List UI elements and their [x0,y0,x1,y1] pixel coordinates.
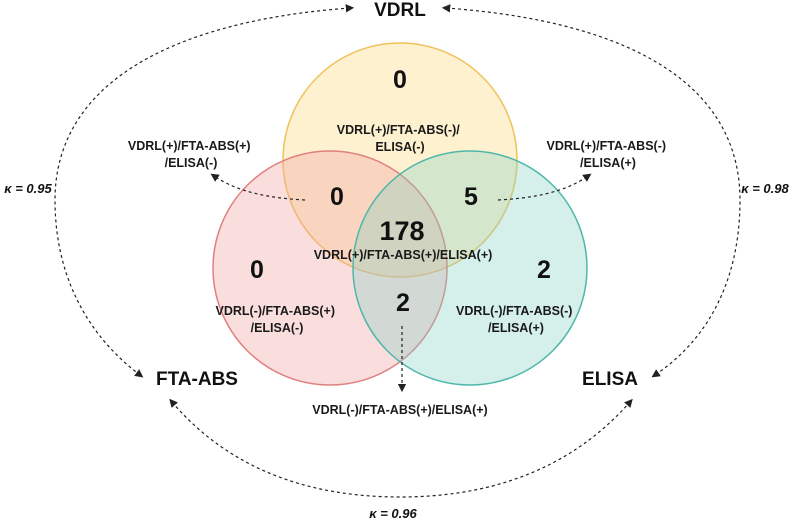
vdrl-set-label: VDRL [374,0,426,21]
desc-vdrl-elisa-line-2: /ELISA(+) [580,156,636,170]
desc-vdrl-fta: VDRL(+)/FTA-ABS(+) /ELISA(-) [128,139,254,170]
desc-vdrl-only-line-1: VDRL(+)/FTA-ABS(-)/ [337,123,461,137]
kappa-fta-elisa: κ = 0.96 [369,506,417,521]
desc-vdrl-elisa-line-1: VDRL(+)/FTA-ABS(-) [546,139,666,153]
count-vdrl-elisa: 5 [464,183,478,211]
kappa-vdrl-fta: κ = 0.95 [4,181,52,196]
desc-elisa-only-line-2: /ELISA(+) [488,321,544,335]
desc-fta-only-line-1: VDRL(-)/FTA-ABS(+) [215,304,335,318]
count-fta-elisa: 2 [396,289,410,317]
desc-vdrl-fta-line-1: VDRL(+)/FTA-ABS(+) [128,139,251,153]
elisa-set-label: ELISA [582,369,638,390]
desc-vdrl-only-line-2: ELISA(-) [375,140,424,154]
desc-vdrl-elisa: VDRL(+)/FTA-ABS(-) /ELISA(+) [546,139,669,170]
desc-all-three-line-1: VDRL(+)/FTA-ABS(+)/ELISA(+) [314,248,493,262]
count-vdrl-fta: 0 [330,183,344,211]
desc-fta-elisa: VDRL(-)/FTA-ABS(+)/ELISA(+) [312,403,487,417]
desc-all-three: VDRL(+)/FTA-ABS(+)/ELISA(+) [314,248,493,262]
count-fta-only: 0 [250,256,264,284]
agreement-arc-vdrl-elisa [441,4,741,378]
desc-vdrl-only: VDRL(+)/FTA-ABS(-)/ ELISA(-) [337,123,464,154]
desc-fta-only-line-2: /ELISA(-) [251,321,304,335]
fta-abs-set-label: FTA-ABS [156,369,238,390]
desc-vdrl-fta-line-2: /ELISA(-) [165,156,218,170]
count-vdrl-only: 0 [393,66,407,94]
count-all-three: 178 [379,216,424,246]
desc-elisa-only-line-1: VDRL(-)/FTA-ABS(-) [456,304,572,318]
agreement-arc-fta-elisa [169,398,633,498]
kappa-vdrl-elisa: κ = 0.98 [741,181,789,196]
count-elisa-only: 2 [537,256,551,284]
desc-fta-elisa-line-1: VDRL(-)/FTA-ABS(+)/ELISA(+) [312,403,487,417]
